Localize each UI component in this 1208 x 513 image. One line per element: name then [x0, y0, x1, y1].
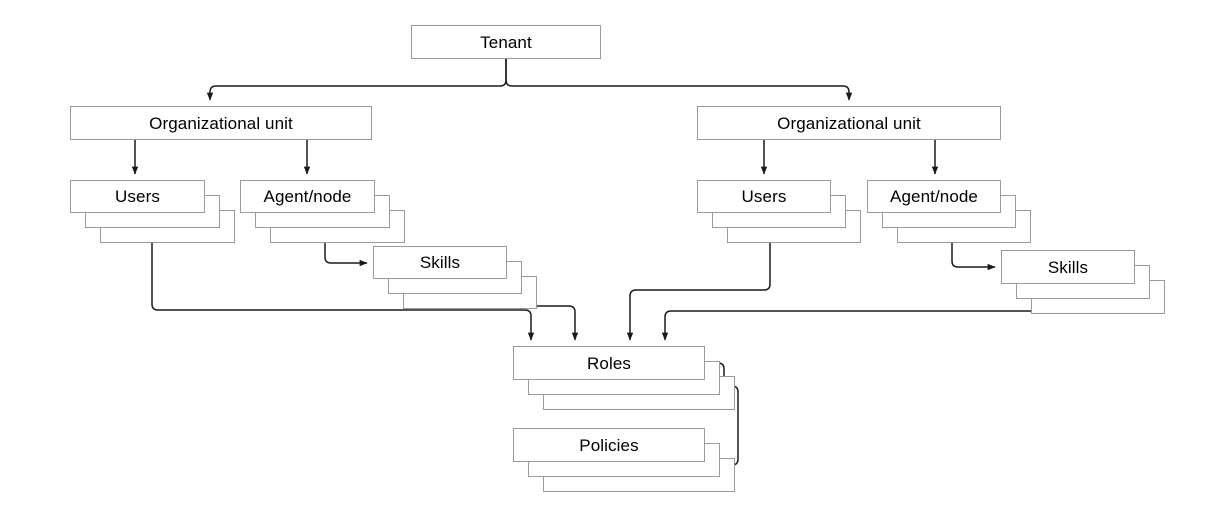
node-users-left[interactable]: Users — [70, 180, 235, 243]
node-policies-label: Policies — [579, 435, 639, 455]
node-organizational-unit-left[interactable]: Organizational unit — [70, 106, 372, 140]
node-agent-node-left-box: Agent/node — [240, 180, 375, 213]
edge-tenant-to-ou-left — [206, 59, 507, 101]
node-users-left-label: Users — [115, 187, 160, 206]
node-skills-left-label: Skills — [419, 253, 461, 272]
node-organizational-unit-left-box: Organizational unit — [70, 106, 372, 140]
node-tenant-label: Tenant — [480, 32, 532, 52]
node-agent-node-right[interactable]: Agent/node — [867, 180, 1031, 243]
node-agent-node-left-label: Agent/node — [263, 187, 352, 206]
edge-tenant-to-ou-right — [505, 59, 853, 101]
node-roles[interactable]: Roles — [513, 346, 735, 410]
node-roles-box: Roles — [513, 346, 705, 380]
edge-users-right-to-roles — [626, 229, 771, 341]
node-agent-node-right-label: Agent/node — [890, 187, 978, 206]
node-skills-left-box: Skills — [373, 246, 507, 279]
node-roles-label: Roles — [587, 353, 631, 373]
node-agent-node-left[interactable]: Agent/node — [240, 180, 405, 243]
node-users-right-box: Users — [697, 180, 831, 213]
node-tenant[interactable]: Tenant — [411, 25, 601, 59]
node-skills-right[interactable]: Skills — [1001, 250, 1165, 314]
node-skills-right-label: Skills — [1047, 257, 1089, 277]
node-skills-right-box: Skills — [1001, 250, 1135, 284]
node-organizational-unit-right-box: Organizational unit — [697, 106, 1001, 140]
node-skills-left[interactable]: Skills — [373, 246, 537, 309]
node-agent-node-right-box: Agent/node — [867, 180, 1001, 213]
node-policies[interactable]: Policies — [513, 428, 735, 492]
node-users-left-box: Users — [70, 180, 205, 213]
node-users-right-label: Users — [741, 187, 787, 206]
node-tenant-box: Tenant — [411, 25, 601, 59]
node-organizational-unit-right-label: Organizational unit — [777, 113, 921, 133]
node-organizational-unit-right[interactable]: Organizational unit — [697, 106, 1001, 140]
node-organizational-unit-left-label: Organizational unit — [149, 113, 293, 133]
node-users-right[interactable]: Users — [697, 180, 861, 243]
node-policies-box: Policies — [513, 428, 705, 462]
